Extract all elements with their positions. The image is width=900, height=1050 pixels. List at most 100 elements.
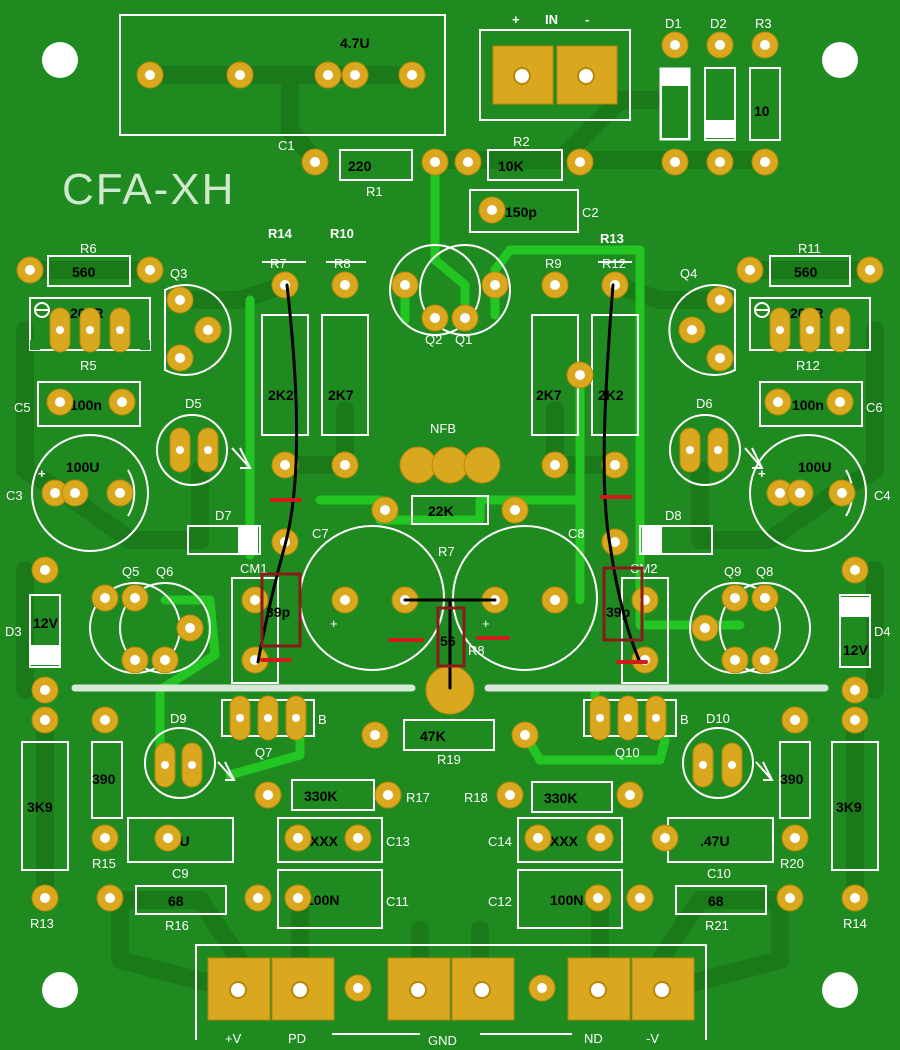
c9-body: [127, 817, 234, 863]
q3-ref: Q3: [170, 266, 187, 281]
c14-body: [517, 817, 623, 863]
pad-hole: [350, 70, 360, 80]
pad-hole: [775, 488, 785, 498]
r12-strike-ref: R12: [602, 256, 626, 271]
pad-hole: [145, 265, 155, 275]
r13-body: [21, 741, 69, 871]
r10-ref: R10: [330, 226, 354, 241]
r11-ref: R11: [798, 241, 821, 256]
c4-value: 100U: [798, 459, 831, 475]
pad-hole: [100, 715, 110, 725]
pad-hole: [837, 488, 847, 498]
power-connector-outline: [195, 944, 707, 1040]
pad-hole: [773, 397, 783, 407]
mounting-hole-top-right: [822, 42, 858, 78]
r17-value: 330K: [304, 788, 337, 804]
pad-hole: [253, 893, 263, 903]
pad-hole: [730, 655, 740, 665]
c13-body: [277, 817, 383, 863]
c13-value: XXX: [310, 833, 339, 849]
r12-ref: R12: [796, 358, 820, 373]
c4-polarity: +: [758, 466, 766, 481]
c14-value: XXX: [550, 833, 579, 849]
cm1-ref: CM1: [240, 561, 267, 576]
r-2k2-right-value: 2K2: [598, 387, 624, 403]
c5-value: 100n: [70, 397, 102, 413]
mod-wires: [256, 283, 642, 690]
d5-ref: D5: [185, 396, 202, 411]
wire-r13-cm2: [602, 283, 642, 664]
c3-polarity: +: [38, 466, 46, 481]
pad-hole: [550, 280, 560, 290]
q5-ref: Q5: [122, 564, 139, 579]
pad-hole: [130, 655, 140, 665]
r16-value: 68: [168, 893, 184, 909]
pad-hole: [730, 593, 740, 603]
r7-ref: R7: [438, 544, 455, 559]
pad-hole: [595, 833, 605, 843]
r4-body: [411, 495, 489, 525]
terminal-hole: [291, 981, 309, 999]
input-minus-sign: -: [585, 12, 589, 27]
d1-ref: D1: [665, 16, 682, 31]
d3-body: [29, 594, 61, 668]
q10-ref: Q10: [615, 745, 640, 760]
pad-hole: [340, 280, 350, 290]
c9-ref: C9: [172, 866, 189, 881]
pad-hole: [487, 205, 497, 215]
r-2k7-left-body: [321, 314, 369, 436]
c3-ref: C3: [6, 488, 23, 503]
pad-hole: [340, 595, 350, 605]
pad-hole: [100, 593, 110, 603]
pad-hole: [610, 537, 620, 547]
pad-hole: [835, 397, 845, 407]
d5-outline: [156, 414, 228, 486]
r19-body: [403, 719, 495, 751]
d6-ref: D6: [696, 396, 713, 411]
c1-ref: C1: [278, 138, 295, 153]
mod-outlines-top: [260, 566, 644, 668]
pad-hole: [100, 833, 110, 843]
pad-hole: [533, 833, 543, 843]
cm1-outline: [231, 577, 279, 684]
c4-ref: C4: [874, 488, 891, 503]
pad-hole: [865, 265, 875, 275]
r20-ref: R20: [780, 856, 804, 871]
pad-hole: [105, 893, 115, 903]
pad-hole: [407, 70, 417, 80]
pad-hole: [130, 593, 140, 603]
r3-ref: R3: [755, 16, 772, 31]
d5-light-icon: [231, 447, 252, 469]
r6-ref: R6: [80, 241, 97, 256]
r14-ref: R14: [843, 916, 867, 931]
r8-value: 56: [440, 633, 456, 649]
pad-hole: [715, 353, 725, 363]
mounting-hole-bottom-right: [822, 972, 858, 1008]
pad-hole: [40, 565, 50, 575]
r5-ref: R5: [80, 358, 97, 373]
pad-hole: [40, 685, 50, 695]
r13-value: 3K9: [27, 799, 53, 815]
mounting-hole-top-left: [42, 42, 78, 78]
pad-hole: [510, 505, 520, 515]
c11-ref: C11: [386, 894, 409, 909]
c12-body: [517, 869, 623, 929]
power-label-vminus: -V: [646, 1031, 659, 1046]
r15-body: [91, 741, 123, 819]
pad-hole: [293, 893, 303, 903]
input-connector-outline: [479, 29, 631, 121]
pad-hole: [185, 623, 195, 633]
pad-hole: [263, 790, 273, 800]
q1-ref: Q1: [455, 332, 472, 347]
input-plus-sign: +: [512, 12, 520, 27]
c3-value: 100U: [66, 459, 99, 475]
pad-hole: [520, 730, 530, 740]
pad-hole: [203, 325, 213, 335]
pad-hole: [760, 593, 770, 603]
pad-hole: [293, 833, 303, 843]
cm2-value: 39p: [606, 604, 630, 620]
pad-hole: [323, 70, 333, 80]
pad-hole: [745, 265, 755, 275]
pad-hole: [715, 295, 725, 305]
